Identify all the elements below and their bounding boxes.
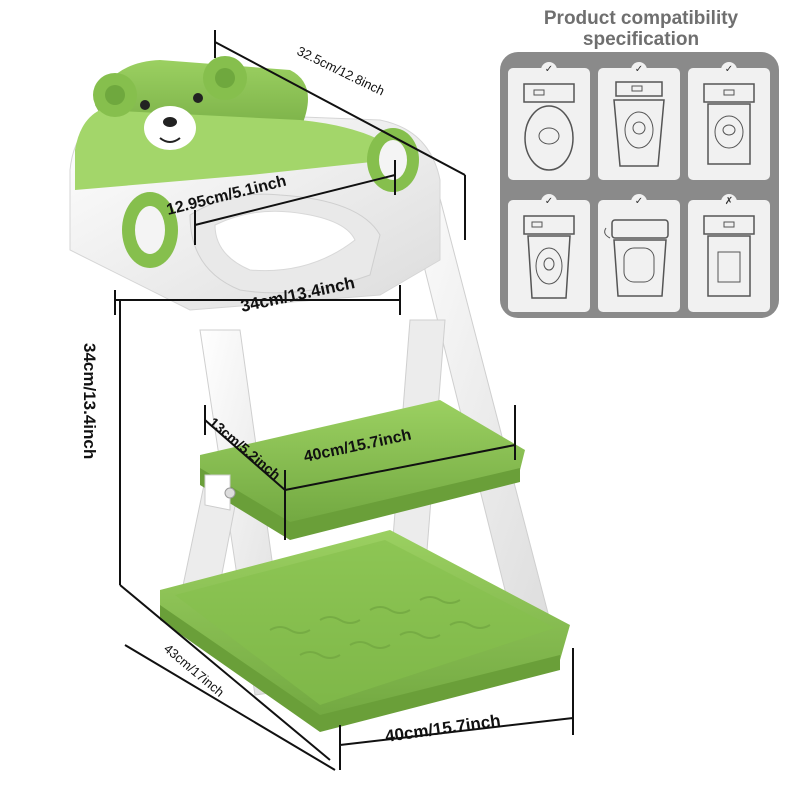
dimension-lines bbox=[114, 30, 574, 771]
toilet-icon bbox=[523, 215, 575, 299]
compatibility-title: Product compatibility specification bbox=[505, 8, 777, 50]
toilet-card-2: ✓ bbox=[598, 62, 680, 180]
height-label: 34cm/13.4inch bbox=[80, 343, 99, 459]
toilet-icon bbox=[604, 219, 669, 297]
toilet-card-6: ✗ bbox=[688, 194, 770, 312]
toilet-card-4: ✓ bbox=[508, 194, 590, 312]
compatibility-title-line2: specification bbox=[582, 29, 700, 50]
cross-mark-icon: ✗ bbox=[721, 194, 737, 210]
top-depth-label: 32.5cm/12.8inch bbox=[295, 43, 387, 98]
toilet-card-3: ✓ bbox=[688, 62, 770, 180]
toilet-card-1: ✓ bbox=[508, 62, 590, 180]
base-step bbox=[160, 530, 570, 732]
check-mark-icon: ✓ bbox=[721, 62, 737, 78]
check-mark-icon: ✓ bbox=[631, 62, 647, 78]
check-mark-icon: ✓ bbox=[541, 194, 557, 210]
toilet-card-5: ✓ bbox=[598, 194, 680, 312]
toilet-icon bbox=[703, 83, 755, 165]
toilet-icon bbox=[703, 215, 755, 297]
check-mark-icon: ✓ bbox=[541, 62, 557, 78]
compatibility-title-line1: Product compatibility bbox=[543, 8, 739, 29]
base-width-label: 40cm/15.7inch bbox=[384, 711, 502, 746]
middle-step bbox=[200, 400, 525, 540]
toilet-icon bbox=[523, 83, 575, 171]
compatibility-panel: ✓ ✓ ✓ ✓ bbox=[500, 52, 779, 318]
toilet-icon bbox=[613, 81, 665, 167]
check-mark-icon: ✓ bbox=[631, 194, 647, 210]
